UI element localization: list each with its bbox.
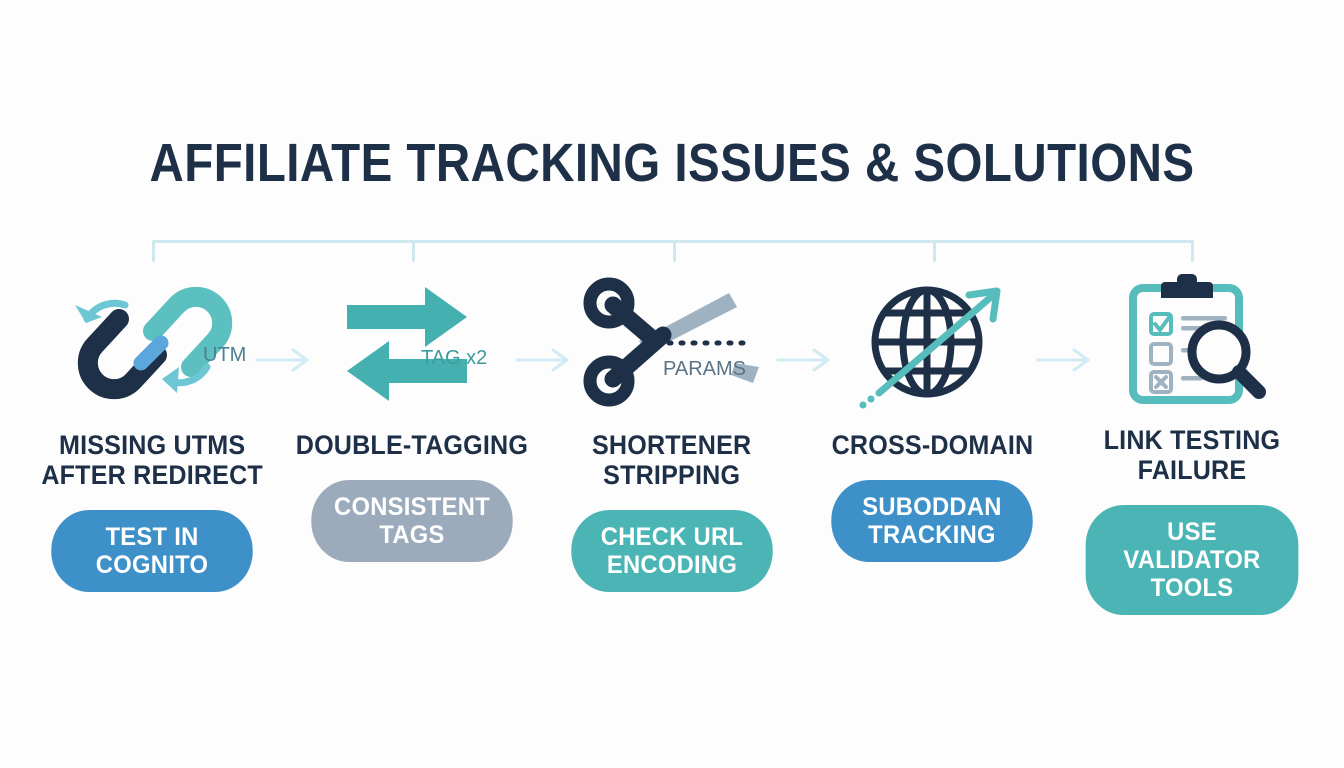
bracket-tick-2 <box>412 240 415 262</box>
connector-arrow-2 <box>515 345 575 375</box>
bracket-tick-3 <box>673 240 676 262</box>
issue-label-3: SHORTENER STRIPPING <box>592 430 752 491</box>
issue-label-5: LINK TESTING FAILURE <box>1103 425 1281 486</box>
two-way-arrows-icon: TAG x2 <box>347 286 487 401</box>
icon-area-5 <box>1072 272 1312 407</box>
clipboard-magnifier-icon <box>1129 274 1266 404</box>
column-double-tagging: TAG x2 DOUBLE-TAGGING CONSISTENT TAGS <box>282 272 542 612</box>
columns-container: UTM MISSING UTMS AFTER REDIRECT TEST IN … <box>0 272 1344 616</box>
bracket-tick-4 <box>933 240 936 262</box>
issue-label-2: DOUBLE-TAGGING <box>295 430 529 460</box>
connector-arrow-3 <box>776 345 836 375</box>
solution-pill-2[interactable]: CONSISTENT TAGS <box>311 480 513 563</box>
icon-area-1: UTM <box>32 272 272 412</box>
column-missing-utms: UTM MISSING UTMS AFTER REDIRECT TEST IN … <box>22 272 282 612</box>
column-shortener-stripping: PARAMS SHORTENER STRIPPING CHECK URL ENC… <box>542 272 802 612</box>
solution-pill-3[interactable]: CHECK URL ENCODING <box>571 510 773 593</box>
broken-chain-link-icon: UTM <box>75 286 246 399</box>
bracket-tick-1 <box>152 240 155 262</box>
globe-arrow-icon <box>859 286 1001 408</box>
icon-area-4 <box>812 272 1052 412</box>
solution-pill-4[interactable]: SUBODDAN TRACKING <box>831 480 1033 563</box>
bracket-connector <box>152 240 1194 262</box>
icon-area-3: PARAMS <box>552 272 792 412</box>
connector-arrow-1 <box>255 345 315 375</box>
icon-caption-2: TAG x2 <box>421 347 487 369</box>
solution-pill-5[interactable]: USE VALIDATOR TOOLS <box>1085 505 1299 616</box>
icon-area-2: TAG x2 <box>292 272 532 412</box>
issue-label-1: MISSING UTMS AFTER REDIRECT <box>41 430 263 491</box>
bracket-tick-5 <box>1191 240 1194 262</box>
column-link-testing: LINK TESTING FAILURE USE VALIDATOR TOOLS <box>1062 272 1322 616</box>
icon-caption-3: PARAMS <box>663 358 746 380</box>
issue-label-4: CROSS-DOMAIN <box>831 430 1033 460</box>
column-cross-domain: CROSS-DOMAIN SUBODDAN TRACKING <box>802 272 1062 612</box>
scissors-cut-icon: PARAMS <box>583 277 759 406</box>
connector-arrow-4 <box>1036 345 1096 375</box>
icon-caption-1: UTM <box>203 344 246 366</box>
page-title: AFFILIATE TRACKING ISSUES & SOLUTIONS <box>149 133 1195 193</box>
solution-pill-1[interactable]: TEST IN COGNITO <box>51 510 253 593</box>
